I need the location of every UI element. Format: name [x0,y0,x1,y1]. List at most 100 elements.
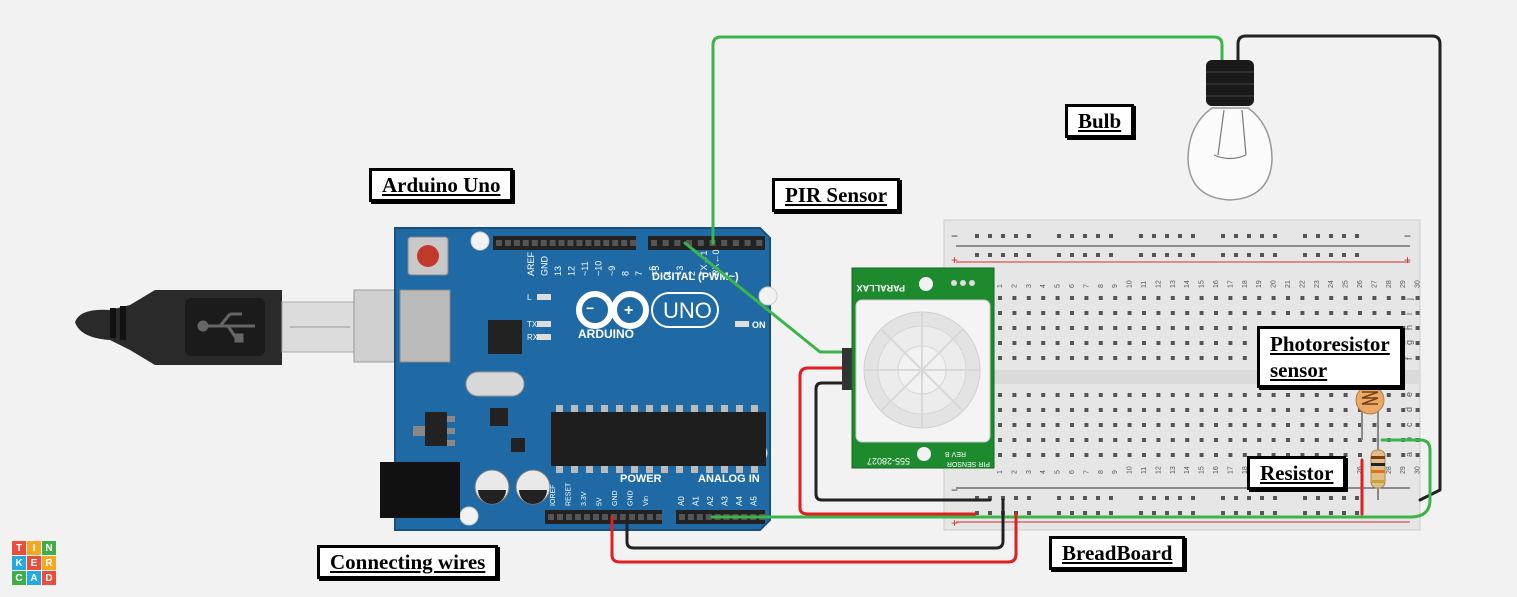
digital-header-text: DIGITAL (PWM~) [652,271,739,283]
breadboard-hole [1185,453,1190,457]
breadboard-hole [998,453,1002,457]
breadboard-hole [1242,408,1247,412]
logo-letter: I [27,541,41,555]
breadboard-hole [1286,311,1290,315]
breadboard-hole [1214,341,1218,345]
breadboard-hole [1329,311,1334,315]
rail-hole [1316,234,1320,238]
breadboard-hole [1358,453,1362,457]
analog-pin-label: A3 [721,496,730,506]
breadboard-hole [1127,393,1132,397]
rail-hole [1329,496,1333,500]
breadboard-hole [1214,326,1218,330]
breadboard-hole [1012,453,1017,457]
column-label: 10 [1127,466,1134,474]
digital-pin-label: 2 [687,271,697,276]
breadboard-hole [1113,453,1118,457]
breadboard-hole [1113,423,1118,427]
rail-hole [988,496,992,500]
column-label: 6 [1069,284,1076,288]
digital-pin-label: 12 [567,266,577,276]
breadboard-hole [1300,296,1305,300]
column-label: 12 [1155,466,1162,474]
rail-hole [1001,496,1005,500]
breadboard-hole [1127,326,1132,330]
breadboard-hole [1185,296,1190,300]
header-pin-hole [756,240,763,246]
breadboard-hole [1242,438,1247,442]
breadboard-hole [1113,408,1118,412]
breadboard-hole [1401,296,1406,300]
breadboard-hole [1084,356,1089,360]
breadboard-hole [1084,423,1089,427]
breadboard-hole [1185,393,1190,397]
power-pin-label: 3.3V [581,491,588,506]
black-wire-pir-to-rail [814,381,992,502]
breadboard-hole [1257,408,1262,412]
digital-pin-label: 13 [553,266,563,276]
chip-pin [691,405,698,412]
power-pin-label: IOREF [550,485,557,506]
breadboard-hole [1199,453,1204,457]
breadboard-hole [1098,453,1103,457]
header-pin-hole [612,240,619,246]
breadboard-hole [1228,438,1233,442]
breadboard-hole [1142,423,1146,427]
rail-hole [1096,234,1100,238]
rail-hole [1109,234,1113,238]
rail-hole [1329,234,1333,238]
breadboard-hole [1084,453,1089,457]
column-label: 8 [1098,470,1105,474]
breadboard-hole [1026,341,1031,345]
chip-pin [586,405,593,412]
column-label: 30 [1415,280,1422,288]
rail-hole [1109,511,1113,515]
rail-hole [1070,511,1074,515]
breadboard-hole [1185,356,1190,360]
breadboard-hole [1098,423,1103,427]
chip-pin [571,405,578,412]
breadboard-hole [1084,408,1089,412]
rail-hole [1355,511,1359,515]
column-label: 25 [1343,280,1350,288]
chip-pin [556,405,563,412]
rail-hole [1139,496,1143,500]
breadboard-hole [1142,438,1146,442]
chip-pin [646,405,653,412]
column-label: 21 [1285,280,1292,288]
analog-pin-label: A1 [692,496,701,506]
breadboard-hole [1055,341,1060,345]
breadboard-hole [1300,311,1305,315]
chip-pin [721,405,728,412]
header-pin-hole [638,514,644,520]
breadboard-hole [1012,393,1017,397]
rail-hole [1057,511,1061,515]
breadboard-hole [1242,393,1247,397]
breadboard-hole [1142,326,1146,330]
row-label: a [1404,452,1414,457]
breadboard-hole [1314,423,1319,427]
rail-hole [1247,496,1251,500]
breadboard-hole [1415,408,1420,412]
column-label: 6 [1069,470,1076,474]
rail-hole [1234,511,1238,515]
chip-pin [721,466,728,473]
breadboard-hole [1113,438,1118,442]
breadboard-hole [1012,341,1017,345]
header-pin-hole [620,514,626,520]
rail-hole [1260,511,1264,515]
rail-hole [1057,496,1061,500]
rail-hole [1316,511,1320,515]
breadboard-hole [1156,326,1161,330]
connecting-wires [610,34,1442,564]
rail-plus-label: + [1404,253,1411,267]
rail-hole [1027,234,1031,238]
digital-pin-label: ~5 [651,266,661,276]
header-pin-hole [721,240,728,246]
breadboard-hole [1242,453,1247,457]
rail-hole [1221,496,1225,500]
rail-hole [1191,234,1195,238]
breadboard-hole [1055,356,1060,360]
breadboard-hole [998,341,1002,345]
rail-hole [988,234,992,238]
